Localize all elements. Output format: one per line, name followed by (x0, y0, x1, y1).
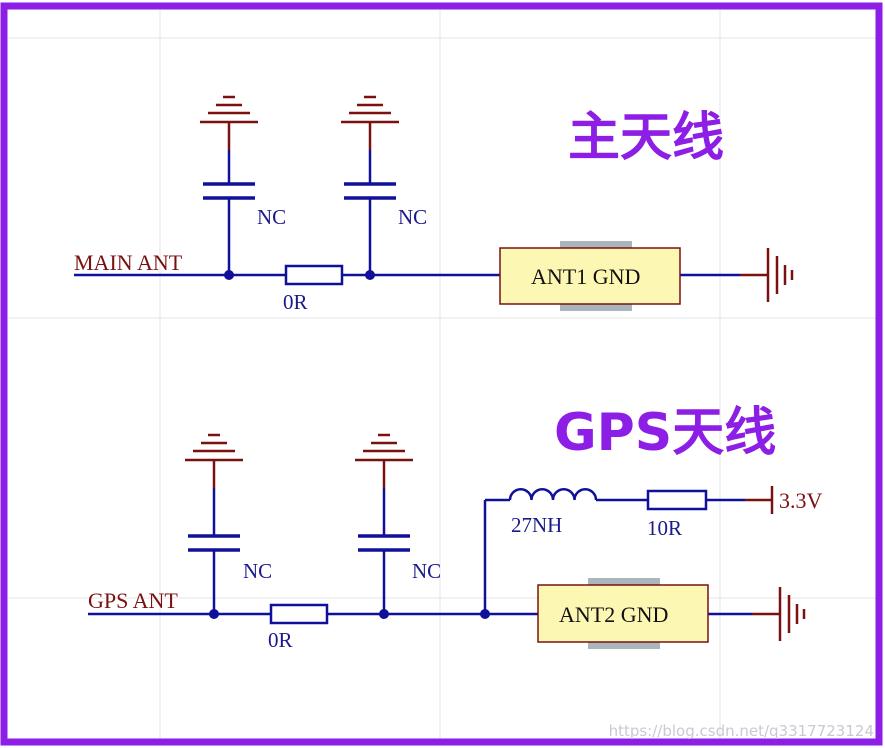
gps-antenna-heading: GPS天线 (554, 403, 776, 463)
main-antenna-heading: 主天线 (568, 108, 724, 168)
gps-inductor-label: 27NH (511, 513, 562, 537)
gps-capacitor-2 (358, 534, 410, 552)
main-cap1-label: NC (257, 205, 286, 229)
gps-cap1-label: NC (243, 559, 272, 583)
gps-bias-resistor-label: 10R (647, 516, 682, 540)
main-series-resistor (284, 264, 344, 286)
main-antenna-circuit: NC NC 0R MAIN ANT ANT1 GND (74, 95, 794, 314)
gps-antenna-label: ANT2 GND (559, 602, 668, 627)
main-capacitor-2 (344, 182, 396, 200)
watermark-text: https://blog.csdn.net/q3317723124 (609, 722, 874, 740)
gps-junction-1 (209, 609, 219, 619)
background-grid (8, 10, 877, 740)
gps-antenna-ground-symbol (752, 587, 806, 641)
gps-antenna-component: ANT2 GND (537, 578, 709, 649)
main-capacitor-1 (203, 182, 255, 200)
main-junction-2 (365, 270, 375, 280)
gps-power-port (745, 486, 774, 514)
main-cap2-ground-symbol (341, 95, 399, 150)
gps-cap2-ground-symbol (355, 433, 413, 488)
gps-series-resistor (269, 603, 329, 625)
main-antenna-label: ANT1 GND (531, 264, 640, 289)
gps-resistor-label: 0R (268, 628, 293, 652)
main-cap2-label: NC (398, 205, 427, 229)
gps-cap2-label: NC (412, 559, 441, 583)
gps-antenna-circuit: NC NC 0R 27NH 10R 3.3V GPS ANT ANT2 GND (88, 433, 823, 652)
gps-bias-resistor (646, 489, 708, 511)
gps-junction-2 (379, 609, 389, 619)
gps-power-label: 3.3V (779, 488, 823, 513)
main-cap1-ground-symbol (200, 95, 258, 150)
main-antenna-ground-symbol (740, 248, 794, 302)
gps-cap1-ground-symbol (185, 433, 243, 488)
main-antenna-component: ANT1 GND (499, 241, 681, 311)
gps-bias-inductor (508, 488, 598, 501)
gps-junction-3 (480, 609, 490, 619)
gps-capacitor-1 (188, 534, 240, 552)
main-resistor-label: 0R (283, 290, 308, 314)
main-ant-net-label: MAIN ANT (74, 250, 183, 275)
gps-ant-net-label: GPS ANT (88, 588, 178, 613)
main-junction-1 (224, 270, 234, 280)
